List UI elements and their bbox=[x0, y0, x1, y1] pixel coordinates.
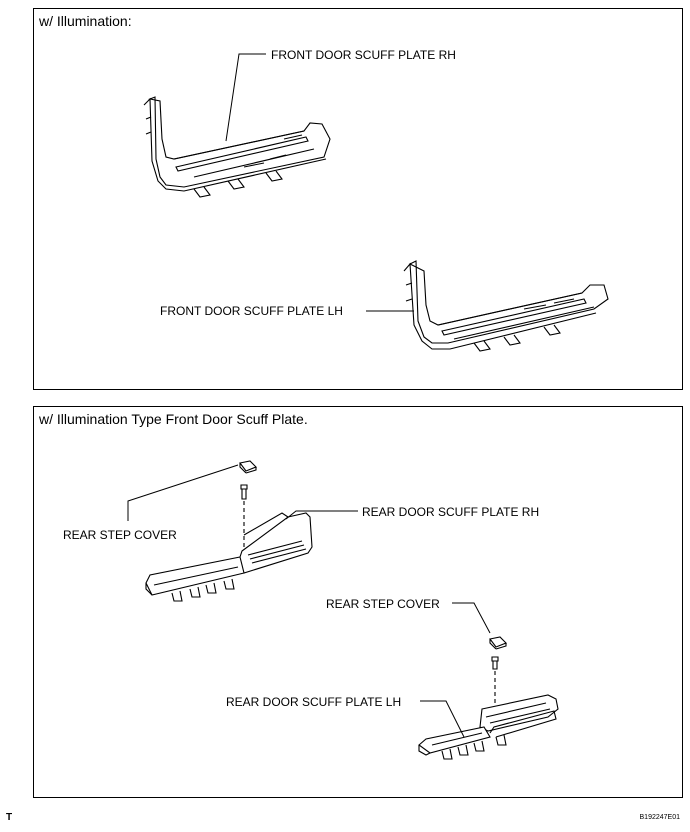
rear-step-cover-upper bbox=[239, 460, 257, 474]
rear-door-scuff-plate-rh bbox=[145, 512, 313, 602]
front-rh-leader bbox=[225, 53, 266, 142]
leader-rear-door-scuff-plate-lh bbox=[420, 700, 465, 738]
panel-title: w/ Illumination Type Front Door Scuff Pl… bbox=[39, 411, 308, 427]
label-rear-step-cover-1: REAR STEP COVER bbox=[63, 528, 177, 542]
front-scuff-plates-drawing bbox=[143, 53, 609, 352]
leader-rear-step-cover-1 bbox=[127, 464, 239, 521]
label-rear-step-cover-2: REAR STEP COVER bbox=[326, 597, 440, 611]
footer-left-mark: T bbox=[6, 812, 13, 823]
panel-illumination-type-front: w/ Illumination Type Front Door Scuff Pl… bbox=[33, 406, 683, 798]
rear-scuff-plates-drawing bbox=[127, 460, 559, 760]
figure-code: B192247E01 bbox=[639, 814, 680, 821]
front-door-scuff-plate-rh bbox=[143, 96, 331, 198]
front-door-scuff-plate-lh bbox=[403, 260, 609, 352]
label-front-door-scuff-plate-lh: FRONT DOOR SCUFF PLATE LH bbox=[160, 304, 343, 318]
label-rear-door-scuff-plate-lh: REAR DOOR SCUFF PLATE LH bbox=[226, 695, 402, 709]
clip-lower bbox=[491, 656, 499, 670]
leader-rear-step-cover-2 bbox=[452, 602, 491, 634]
label-rear-door-scuff-plate-rh: REAR DOOR SCUFF PLATE RH bbox=[362, 505, 540, 519]
leader-rear-door-scuff-plate-rh bbox=[285, 510, 358, 520]
label-front-door-scuff-plate-rh: FRONT DOOR SCUFF PLATE RH bbox=[271, 48, 456, 62]
clip-upper bbox=[240, 484, 248, 500]
panel-with-illumination: w/ Illumination: bbox=[33, 8, 683, 390]
panel-title: w/ Illumination: bbox=[39, 13, 132, 29]
rear-door-scuff-plate-lh bbox=[418, 694, 559, 760]
rear-step-cover-lower bbox=[489, 636, 507, 650]
